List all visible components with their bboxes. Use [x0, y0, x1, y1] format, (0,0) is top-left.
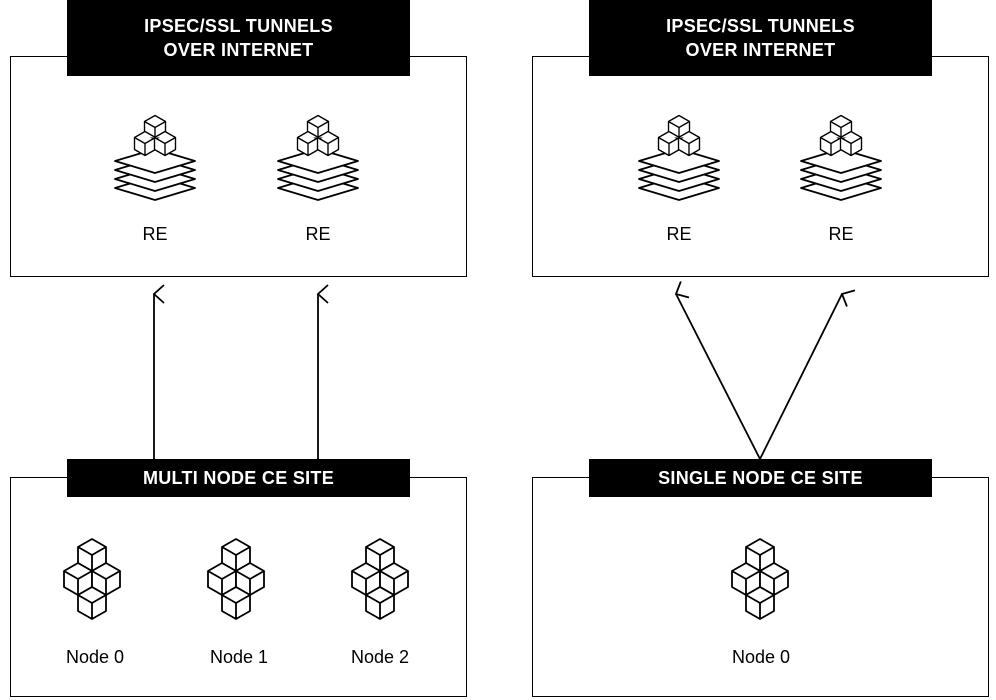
node-label-single: Node 0	[731, 647, 791, 667]
arrow-single-to-re-2	[759, 289, 856, 460]
title-line-1: IPSEC/SSL TUNNELS	[666, 16, 855, 36]
node-label-0: Node 0	[65, 647, 125, 667]
layered-cubes-icon	[105, 112, 205, 202]
re-group-right-box	[532, 56, 989, 277]
title-line-1: IPSEC/SSL TUNNELS	[144, 16, 333, 36]
layered-cubes-icon	[268, 112, 368, 202]
layered-cubes-icon	[629, 112, 729, 202]
re-group-left-title: IPSEC/SSL TUNNELS OVER INTERNET	[67, 0, 410, 76]
cube-cluster-icon	[191, 537, 281, 621]
multi-node-site-title: MULTI NODE CE SITE	[67, 459, 410, 497]
title-line-2: OVER INTERNET	[163, 40, 314, 60]
re-label-4: RE	[828, 224, 854, 244]
cube-cluster-icon	[335, 537, 425, 621]
title-text: SINGLE NODE CE SITE	[658, 468, 863, 488]
cube-cluster-icon	[715, 537, 805, 621]
node-label-1: Node 1	[209, 647, 269, 667]
re-label-2: RE	[305, 224, 331, 244]
layered-cubes-icon	[791, 112, 891, 202]
re-group-left-box	[10, 56, 467, 277]
single-node-site-title: SINGLE NODE CE SITE	[589, 459, 932, 497]
re-label-1: RE	[142, 224, 168, 244]
cube-cluster-icon	[47, 537, 137, 621]
arrow-single-to-re-1	[674, 281, 761, 460]
title-line-2: OVER INTERNET	[685, 40, 836, 60]
re-group-right-title: IPSEC/SSL TUNNELS OVER INTERNET	[589, 0, 932, 76]
node-label-2: Node 2	[350, 647, 410, 667]
re-label-3: RE	[666, 224, 692, 244]
title-text: MULTI NODE CE SITE	[142, 468, 335, 488]
